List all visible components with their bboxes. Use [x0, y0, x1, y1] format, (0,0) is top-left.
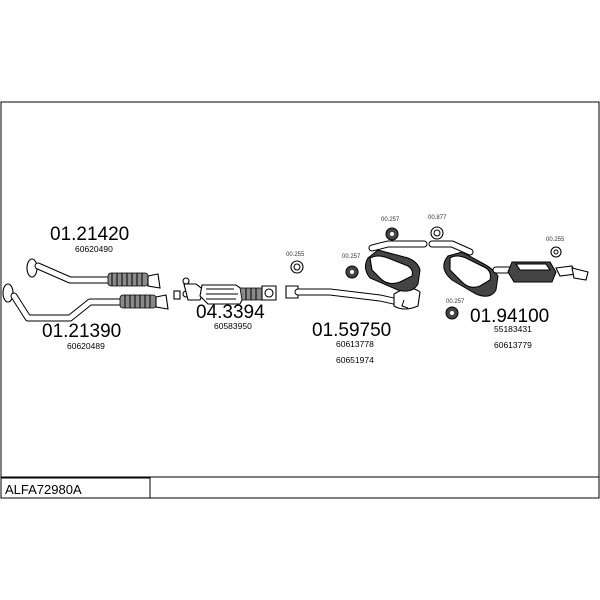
oem-number-p4-1: 60651974: [336, 355, 374, 365]
hardware-label-h6: 00.255: [546, 237, 565, 243]
gasket-ring-h6[interactable]: 00.255: [546, 237, 565, 258]
part-number-p1: 01.21420: [50, 224, 129, 245]
oem-number-p5-1: 60613779: [494, 340, 532, 350]
hardware-label-h1: 00.255: [286, 252, 305, 258]
part-number-p3: 04.3394: [196, 302, 265, 323]
part-number-p4: 01.59750: [312, 320, 391, 341]
oem-number-p5-0: 55183431: [494, 324, 532, 334]
rubber-hanger-h5[interactable]: 00.257: [445, 299, 465, 320]
diagram-code: ALFA72980A: [5, 482, 82, 497]
part-number-p2: 01.21390: [42, 321, 121, 342]
front-pipe-lower[interactable]: [2, 283, 169, 322]
part-number-p5: 01.94100: [470, 306, 549, 327]
rear-silencer[interactable]: [428, 240, 589, 297]
rubber-hanger-h2[interactable]: 00.257: [342, 254, 361, 279]
hardware-label-h5: 00.257: [446, 299, 465, 305]
hardware-label-h4: 00.877: [428, 215, 447, 221]
clamp-ring-h4[interactable]: 00.877: [428, 215, 447, 240]
front-pipe-upper[interactable]: [26, 258, 161, 289]
hardware-label-h3: 00.257: [381, 217, 400, 223]
hardware-label-h2: 00.257: [342, 254, 361, 260]
rubber-hanger-h3[interactable]: 00.257: [381, 217, 400, 241]
centre-silencer[interactable]: [364, 240, 428, 292]
oem-number-p4-0: 60613778: [336, 339, 374, 349]
diagram-code-box: [0, 477, 151, 499]
gasket-ring-h1[interactable]: 00.255: [286, 252, 305, 274]
intermediate-pipe[interactable]: [285, 285, 421, 310]
diagram-frame: [0, 101, 600, 499]
catalytic-converter[interactable]: [183, 283, 277, 305]
oem-number-p1-0: 60620490: [75, 244, 113, 254]
oem-number-p3-0: 60583950: [214, 321, 252, 331]
oem-number-p2-0: 60620489: [67, 341, 105, 351]
